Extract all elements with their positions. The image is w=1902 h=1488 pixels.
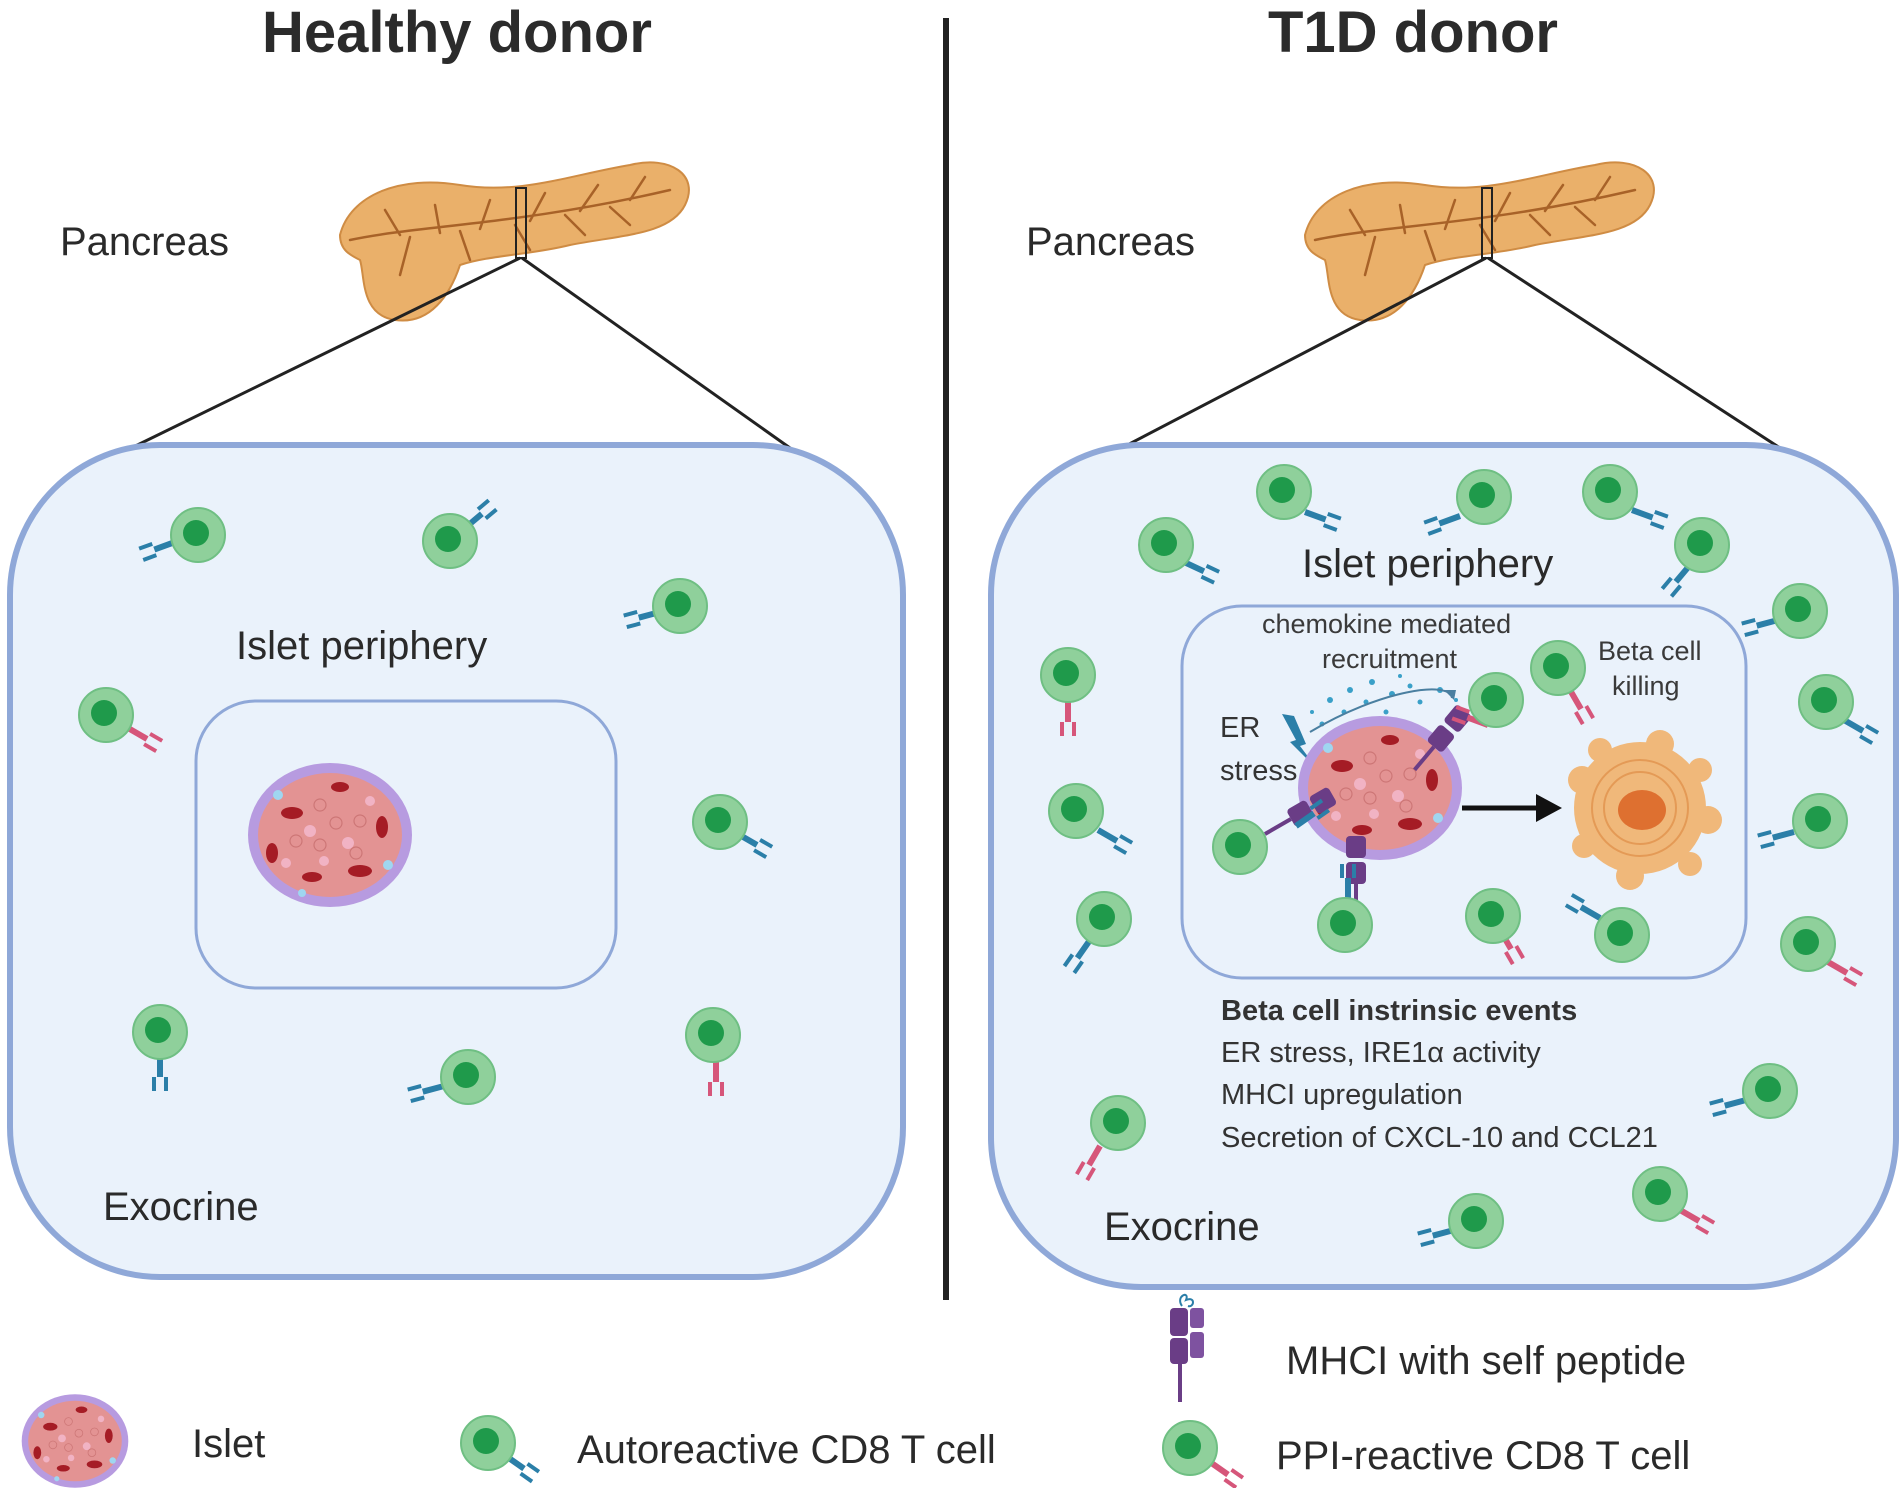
legend-ppi-icon: [1162, 1420, 1243, 1488]
er-stress-label-line2: stress: [1220, 755, 1298, 787]
er-stress-label-line1: ER: [1220, 712, 1261, 744]
legend-islet-icon: [21, 1393, 129, 1488]
legend-islet-label: Islet: [192, 1422, 266, 1466]
pancreas-illustration: [338, 161, 691, 322]
chemokine-label-line1: chemokine mediated: [1262, 609, 1512, 639]
beta-events-title: Beta cell instrinsic events: [1221, 995, 1578, 1027]
beta-event-item: Secretion of CXCL-10 and CCL21: [1221, 1122, 1658, 1154]
t1d-islet-periphery-label: Islet periphery: [1302, 542, 1554, 586]
dying-beta-cell: [1568, 730, 1722, 890]
legend-autoreactive-icon: [460, 1415, 539, 1482]
t1d-panel: [988, 161, 1899, 1290]
legend-mhci-icon: [1170, 1293, 1204, 1402]
islet: [247, 762, 413, 908]
islet-periphery-box: [1180, 604, 1748, 980]
t1d-pancreas-label: Pancreas: [1026, 220, 1195, 264]
pancreas-illustration: [1303, 161, 1656, 322]
healthy-exocrine-label: Exocrine: [103, 1185, 259, 1229]
legend: [21, 1293, 1243, 1488]
chemokine-label-line2: recruitment: [1322, 644, 1458, 674]
beta-cell-killing-label-line2: killing: [1612, 671, 1680, 701]
lightning-icon: [1282, 714, 1318, 770]
healthy-islet-periphery-label: Islet periphery: [236, 624, 488, 668]
beta-event-item: ER stress, IRE1α activity: [1221, 1037, 1541, 1069]
healthy-panel: [7, 161, 906, 1280]
legend-autoreactive-label: Autoreactive CD8 T cell: [577, 1428, 996, 1472]
t1d-exocrine-label: Exocrine: [1104, 1205, 1260, 1249]
legend-mhci-label: MHCI with self peptide: [1286, 1339, 1687, 1383]
beta-cell-killing-label-line1: Beta cell: [1598, 636, 1702, 666]
legend-ppi-label: PPI-reactive CD8 T cell: [1276, 1434, 1691, 1478]
beta-event-item: MHCI upregulation: [1221, 1079, 1463, 1111]
healthy-donor-heading: Healthy donor: [262, 0, 652, 65]
healthy-pancreas-label: Pancreas: [60, 220, 229, 264]
t1d-donor-heading: T1D donor: [1268, 0, 1558, 65]
